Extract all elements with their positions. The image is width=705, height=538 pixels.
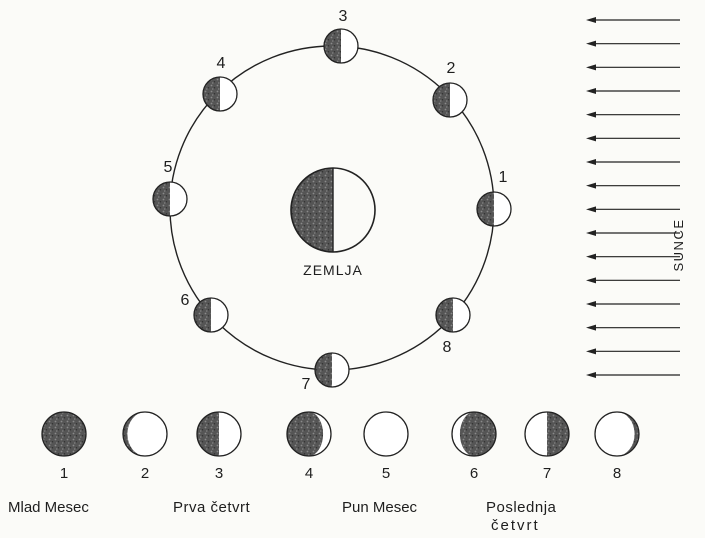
orbit-moon-8-outline [435, 297, 471, 333]
phase-moon-6-lit [452, 412, 474, 456]
phase-moon-6-outline [451, 411, 497, 457]
phase-moon-6 [451, 411, 497, 457]
phase-number-6: 6 [470, 465, 478, 482]
orbit-moon-4 [202, 76, 238, 112]
phase-number-3: 3 [215, 465, 223, 482]
sun-ray-arrowhead [586, 372, 596, 378]
phase-number-1: 1 [60, 465, 68, 482]
sun-ray-arrowhead [586, 253, 596, 260]
phase-moon-8 [594, 411, 640, 457]
phase-number-7: 7 [543, 465, 551, 482]
orbit-moon-2 [432, 82, 468, 118]
phase-moon-2-lit [127, 412, 167, 456]
phase-name-full-moon: Pun Mesec [342, 499, 418, 516]
sun-ray-arrowhead [586, 348, 596, 355]
orbit-moon-2-outline [432, 82, 468, 118]
phase-moon-3 [196, 411, 242, 457]
phase-name-new-moon: Mlad Mesec [8, 499, 89, 516]
phase-moon-3-outline [196, 411, 242, 457]
phase-number-2: 2 [141, 465, 149, 482]
phase-moon-4-lit [309, 412, 331, 456]
phase-number-8: 8 [613, 465, 621, 482]
phase-moon-4-outline [286, 411, 332, 457]
phase-moon-4-disc [287, 412, 331, 456]
phase-moon-5 [363, 411, 409, 457]
phase-moon-1 [41, 411, 87, 457]
earth [290, 167, 376, 253]
orbit-number-1: 1 [499, 169, 508, 186]
orbit-moon-3-outline [323, 28, 359, 64]
sun-label: SUNCE [671, 218, 686, 271]
sun-ray-arrowhead [586, 301, 596, 307]
phase-moon-2 [122, 411, 168, 457]
orbit-number-2: 2 [447, 60, 456, 77]
orbit-moon-5-outline [152, 181, 188, 217]
phase-moon-7-outline [524, 411, 570, 457]
orbit-numbers: 1 2 3 4 5 6 7 8 [164, 8, 508, 393]
orbit-moon-3 [323, 28, 359, 64]
orbit-moon-4-lit [220, 77, 237, 111]
phase-number-5: 5 [382, 465, 390, 482]
phase-moon-5-outline [363, 411, 409, 457]
orbit-moon-4-outline [202, 76, 238, 112]
sun-ray-arrowhead [586, 324, 596, 331]
sun-ray-arrowhead [586, 17, 596, 23]
orbit-moon-6 [193, 297, 229, 333]
orbit-moon-3-lit [341, 29, 358, 63]
orbit-moon-5 [152, 181, 188, 217]
phase-row [41, 411, 640, 457]
phase-moon-6-disc [452, 412, 496, 456]
earth-label: ZEMLJA [303, 262, 363, 278]
phase-moon-8-lit [595, 412, 635, 456]
orbit-moon-2-lit [450, 83, 467, 117]
orbit-number-8: 8 [443, 339, 452, 356]
phase-moon-3-lit [219, 412, 241, 456]
orbit-number-5: 5 [164, 159, 173, 176]
sun-rays [586, 17, 680, 378]
orbit-moon-1-outline [476, 191, 512, 227]
sun-ray-arrowhead [586, 135, 596, 142]
orbit-moon-1-lit [494, 192, 511, 226]
orbit-moon-7-outline [314, 352, 350, 388]
phase-number-4: 4 [305, 465, 313, 482]
sun-ray-arrowhead [586, 159, 596, 165]
phase-name-first-quarter: Prva četvrt [173, 499, 251, 516]
phase-moon-2-outline [122, 411, 168, 457]
phase-numbers: 1 2 3 4 5 6 7 8 [60, 465, 621, 482]
orbit-moon-7-lit [332, 353, 349, 387]
orbit-moon-6-outline [193, 297, 229, 333]
orbit-moons [152, 28, 512, 388]
phase-name-last-quarter-line1: Poslednja [486, 499, 557, 516]
orbit-moon-8 [435, 297, 471, 333]
sun-ray-arrowhead [586, 111, 596, 118]
orbit-moon-7 [314, 352, 350, 388]
phase-moon-4 [286, 411, 332, 457]
orbit-moon-1 [476, 191, 512, 227]
sun-ray-arrowhead [586, 88, 596, 94]
orbit-moon-6-lit [211, 298, 228, 332]
sun-ray-arrowhead [586, 277, 596, 284]
phase-name-last-quarter-line2: četvrt [491, 517, 540, 534]
orbit-number-7: 7 [302, 376, 311, 393]
phase-moon-8-outline [594, 411, 640, 457]
sun-ray-arrowhead [586, 182, 596, 189]
phase-moon-1-disc [41, 411, 87, 457]
sun-ray-arrowhead [586, 230, 596, 236]
orbit-moon-5-lit [170, 182, 187, 216]
orbit-number-4: 4 [217, 55, 226, 72]
orbit-number-6: 6 [181, 292, 190, 309]
earth-dark-half [291, 168, 333, 252]
sun-ray-arrowhead [586, 40, 596, 47]
orbit-number-3: 3 [339, 8, 348, 25]
phase-moon-7 [524, 411, 570, 457]
phase-moon-5-disc [364, 412, 408, 456]
sun-ray-arrowhead [586, 206, 596, 213]
phase-moon-7-lit [525, 412, 547, 456]
orbit-moon-8-lit [453, 298, 470, 332]
sun-ray-arrowhead [586, 64, 596, 71]
